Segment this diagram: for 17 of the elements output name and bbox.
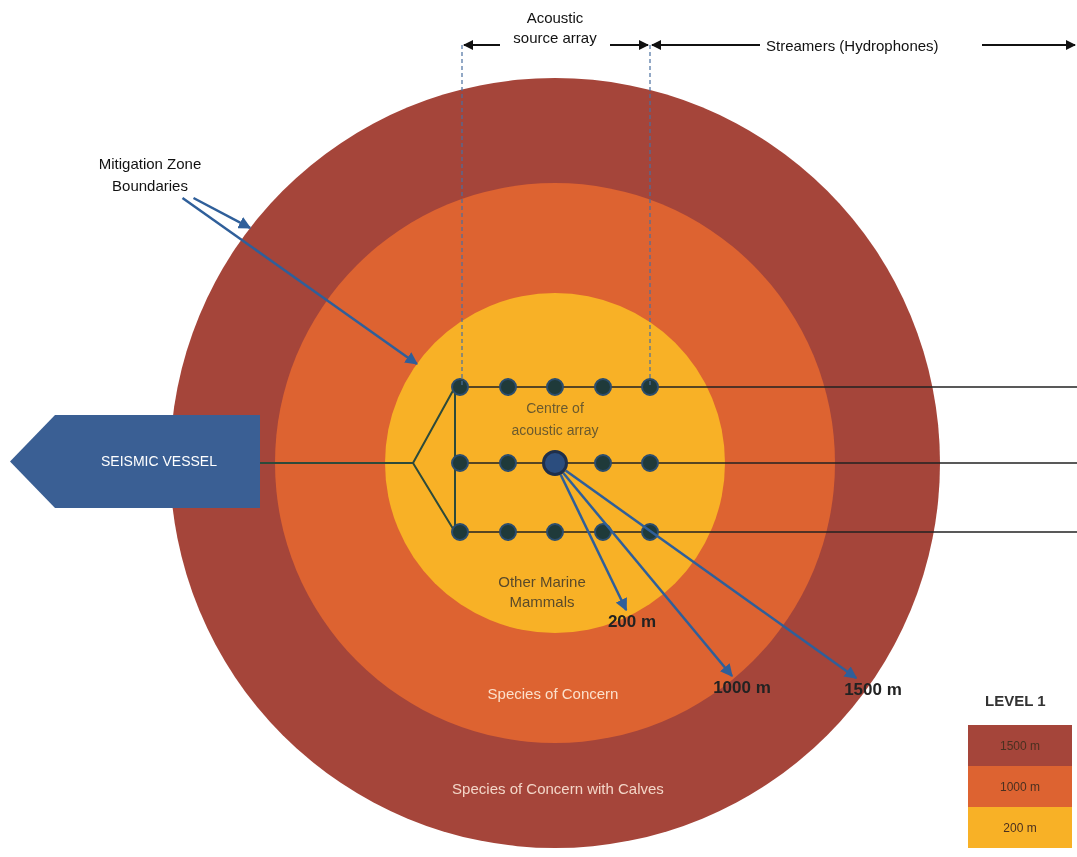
radius-arrow [562,472,733,677]
zone-label: Species of Concern with Calves [451,779,665,799]
radius-arrow [564,469,858,679]
leader-line [181,197,418,365]
distance-label: 200 m [607,611,657,634]
callout-text: Mitigation Zone Boundaries [97,153,203,196]
centre-label: Centre of acoustic array [510,399,600,440]
distance-label: 1000 m [713,677,771,700]
legend-label: 1000 m [1000,778,1040,796]
vessel-label: SEISMIC VESSEL [101,452,217,471]
zone-label: Species of Concern [486,684,620,704]
legend-label: 1500 m [1000,737,1040,755]
radius-arrow [559,474,628,612]
legend-title: LEVEL 1 [985,691,1046,711]
zone-label: Other Marine Mammals [497,572,587,611]
legend-label: 200 m [1003,819,1037,837]
leader-line [192,196,252,229]
